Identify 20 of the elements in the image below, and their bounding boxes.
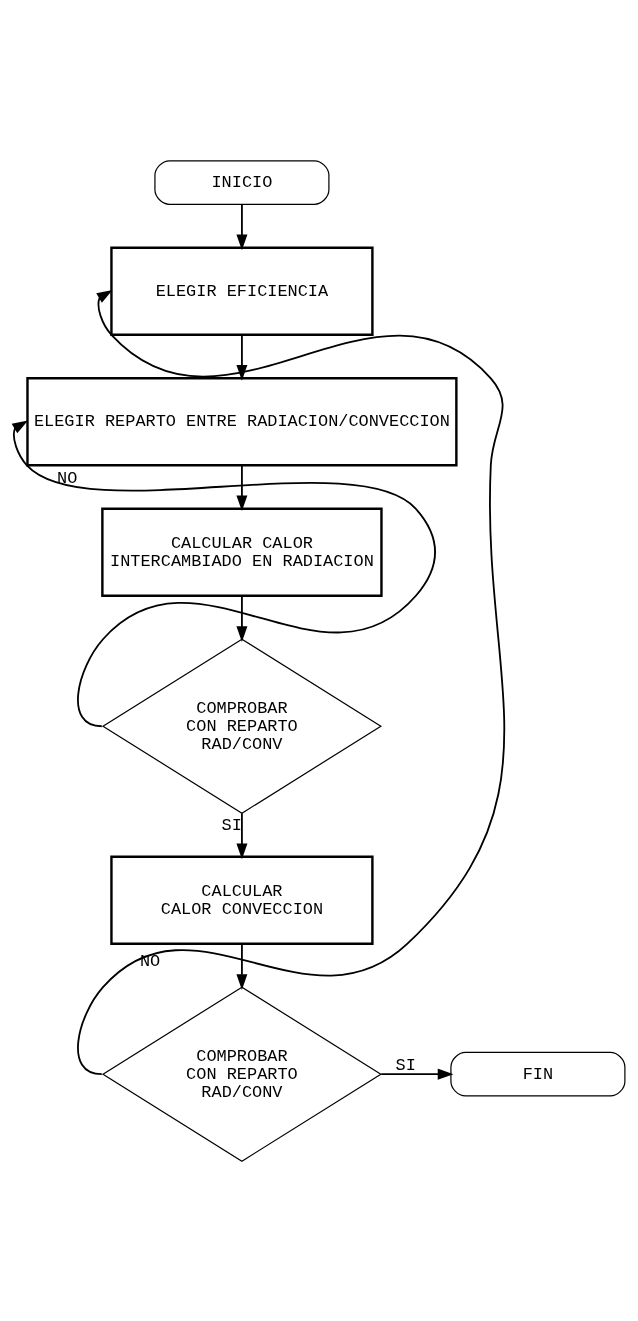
node-box: INICIO [154,159,330,205]
edge-label: SI [221,815,242,835]
node-diamond: COMPROBAR CON REPARTO RAD/CONV [101,986,382,1162]
node-box: ELEGIR EFICIENCIA [110,246,374,336]
arrow [11,419,436,727]
arrow [236,942,248,990]
arrow [236,594,248,642]
node-box: ELEGIR REPARTO ENTRE RADIACION/CONVECCION [26,376,458,466]
node-box: FIN [450,1051,626,1097]
arrow [236,203,248,250]
arrow [236,463,248,511]
node-diamond: COMPROBAR CON REPARTO RAD/CONV [101,638,382,814]
arrow [236,333,248,381]
arrow [380,1068,454,1080]
node-box: CALCULAR CALOR INTERCAMBIADO EN RADIACION [101,507,383,597]
node-box: CALCULAR CALOR CONVECCION [110,855,374,945]
arrow [77,289,506,1075]
arrow [236,811,248,859]
edge-label: NO [57,468,78,488]
edge-label: SI [395,1055,416,1075]
